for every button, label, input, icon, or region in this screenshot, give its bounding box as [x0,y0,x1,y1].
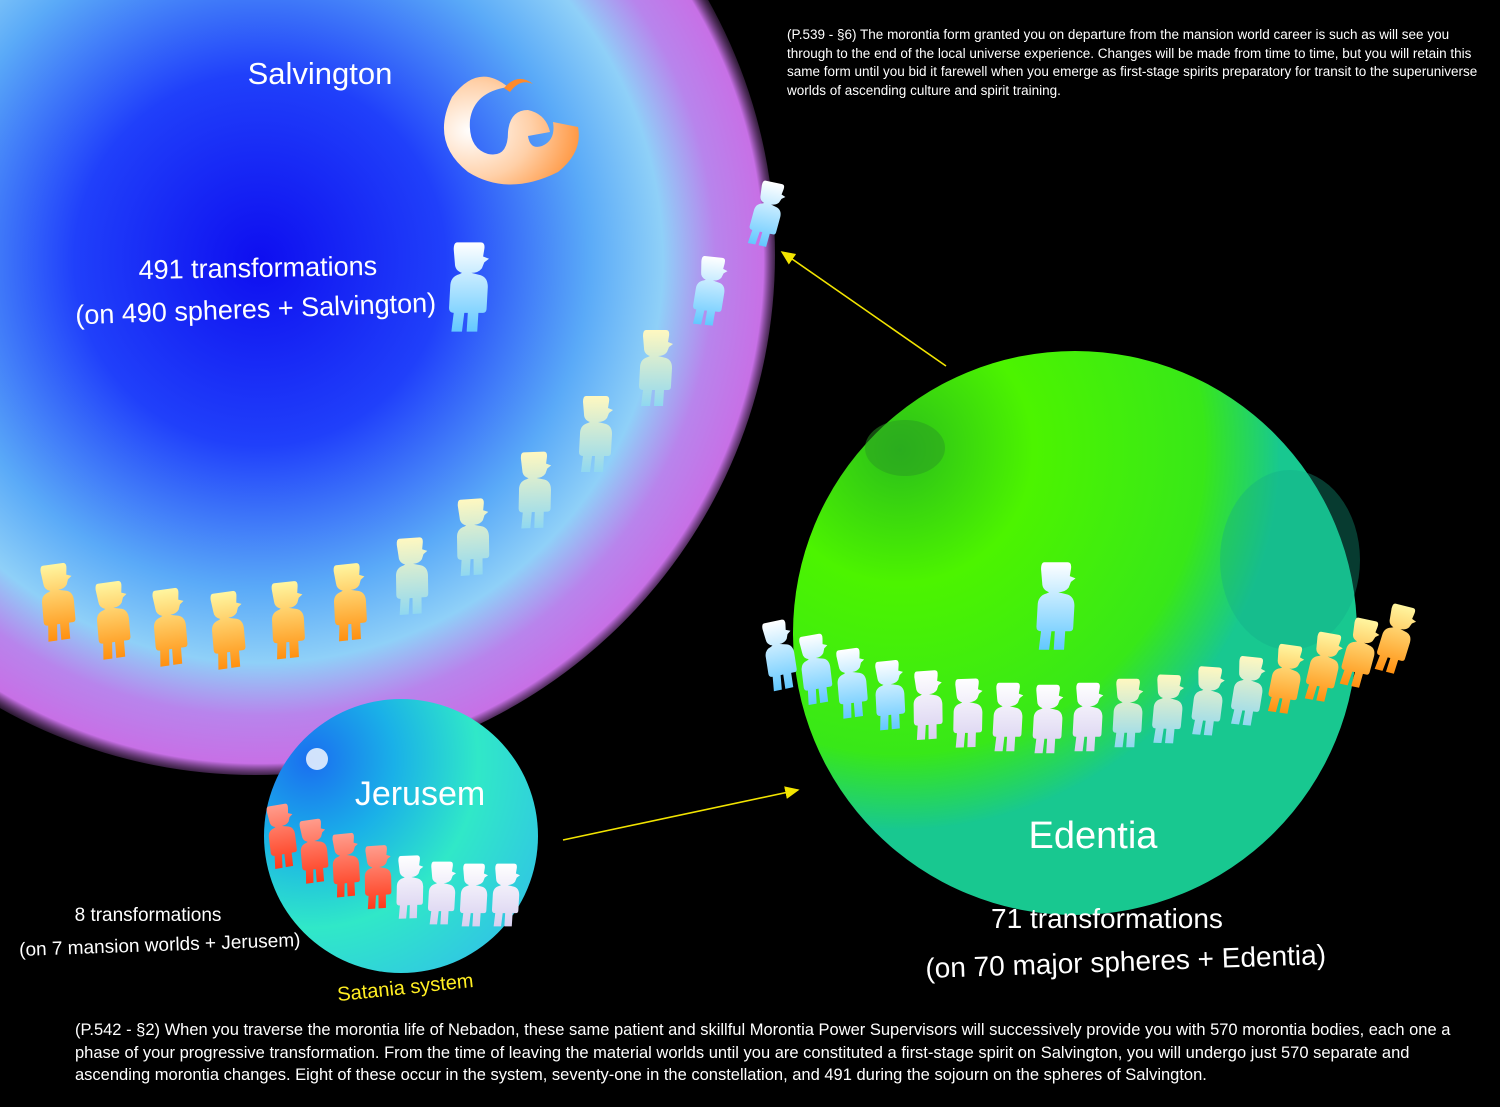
arrow-edentia-to-salvington [780,251,947,367]
edentia-detail-label: (on 70 major spheres + Edentia) [925,939,1327,984]
jerusem-count-label: 8 transformations [75,905,222,926]
quote-top: (P.539 - §6) The morontia form granted y… [787,27,1478,98]
edentia-sphere [793,351,1360,915]
jerusem-title: Jerusem [355,775,485,813]
arrow-jerusem-to-edentia [562,786,800,841]
salvington-count-label: 491 transformations [138,251,377,285]
edentia-title: Edentia [1029,815,1159,857]
quote-bottom: (P.542 - §2) When you traverse the moron… [75,1021,1451,1084]
jerusem-detail-label: (on 7 mansion worlds + Jerusem) [19,930,301,961]
salvington-sphere [0,0,775,775]
satania-system-label: Satania system [336,970,474,1006]
salvington-spiral-logo [443,76,579,185]
edentia-count-label: 71 transformations [991,903,1223,934]
salvington-title: Salvington [248,56,393,91]
